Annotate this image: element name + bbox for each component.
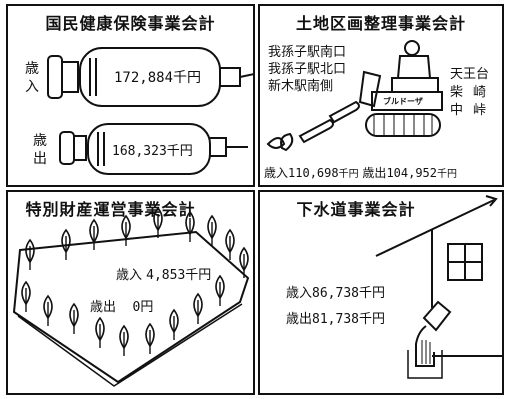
revenue-label: 歳入 [286,286,313,301]
tree-icon [185,210,195,242]
expense-value: 歳出81,738千円 [286,308,385,327]
revenue-label: 歳入 [116,268,143,283]
tree-icon [89,218,99,250]
unit: 千円 [166,144,193,159]
driver-icon [404,40,420,56]
tree-icon [207,214,217,246]
tree-icon [119,324,129,356]
expense-label: 歳出 [362,166,387,180]
expense-amount: 81,738 [312,312,359,327]
revenue-amount: 4,853 [146,268,186,283]
tree-icon [145,322,155,354]
bulldozer-illustration [266,40,443,152]
panel-title: 国民健康保険事業会計 [45,14,216,33]
area-list-right: 天王台 柴崎 中峠 [450,66,496,120]
revenue-amount: 86,738 [312,286,359,301]
revenue-value: 歳入 4,853千円 [116,264,211,283]
syringe-illustrations [47,47,253,175]
tree-icon [153,206,163,238]
house-roof [375,199,495,257]
expense-amount: 0 [132,300,141,315]
expense-label: 歳出 [33,133,47,167]
tree-icon [239,246,249,278]
tree-icon [193,292,203,324]
area-item: 天王台 [450,67,490,82]
panel-title: 下水道事業会計 [296,200,416,219]
tree-icon [121,214,131,246]
tree-icon [61,228,71,260]
unit: 千円 [185,268,212,283]
tree-icon [69,302,79,334]
expense-value: 168,323千円 [112,140,193,159]
panel-title: 特別財産運営事業会計 [25,200,196,219]
revenue-amount: 110,698 [288,166,339,180]
revenue-label: 歳入 [264,166,289,180]
land-plot [12,230,250,384]
expense-amount: 168,323 [112,144,167,159]
panel-national-health: 国民健康保険事業会計 歳入 172,884千円 歳出 168,323千円 [6,4,255,187]
panel-special-property: 特別財産運営事業会計 歳入 4,853千円 歳出 0円 [6,190,255,395]
revenue-amount: 172,884 [114,70,174,86]
forest-illustration [12,206,250,387]
unit: 千円 [173,70,202,86]
totals-line: 歳入110,698千円 歳出104,952千円 [264,164,457,181]
tree-icon [95,316,105,348]
syringe-icon [47,47,253,107]
area-item: 中峠 [450,103,497,118]
panel-sewerage: 下水道事業会計 歳入86,738千円 歳出81,738千円 [258,190,504,395]
unit: 千円 [338,169,359,180]
expense-label: 歳出 [286,312,313,327]
expense-value: 歳出 0円 [90,296,153,315]
expense-amount: 104,952 [386,166,438,180]
unit: 円 [140,300,154,315]
bulldozer-label: ブルドーザ [383,97,423,106]
revenue-label: 歳入 [25,61,39,95]
area-item: 柴崎 [450,85,497,100]
pipe-icon [422,300,452,332]
tree-icon [21,280,31,312]
panel-title: 土地区画整理事業会計 [295,14,466,33]
sewer-illustration [375,195,502,379]
area-item: 新木駅南側 [268,79,334,94]
area-item: 我孫子駅南口 [268,45,347,60]
unit: 千円 [358,286,385,301]
unit: 千円 [358,312,385,327]
revenue-value: 172,884千円 [114,67,201,87]
tree-icon [215,274,225,306]
tree-icon [43,294,53,326]
bulldozer-icon [371,91,443,111]
tree-icon [25,238,35,270]
syringe-icon [59,123,248,175]
unit: 千円 [437,169,458,180]
area-list-left: 我孫子駅南口 我孫子駅北口 新木駅南側 [268,44,346,95]
expense-label: 歳出 [90,300,117,315]
tree-icon [225,228,235,260]
panel-land-readjustment: 土地区画整理事業会計 ブルドーザ 我孫子駅南口 我孫子駅北口 新木駅南側 天 [258,4,504,187]
area-item: 我孫子駅北口 [268,62,347,77]
revenue-value: 歳入86,738千円 [286,282,385,301]
tree-icon [169,308,179,340]
